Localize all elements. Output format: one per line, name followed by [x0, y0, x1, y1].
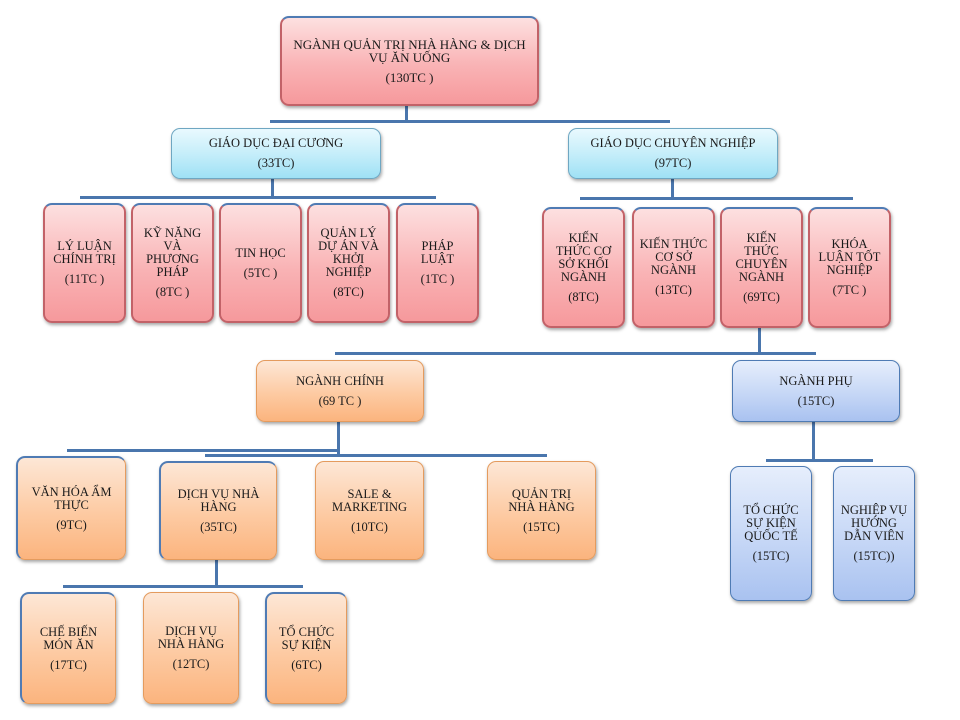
connector-line: [335, 352, 816, 355]
node-label: KỸ NĂNG VÀ PHƯƠNG PHÁP: [143, 226, 202, 279]
connector-line: [205, 454, 547, 457]
professional-module-node[interactable]: KIẾN THỨC CƠ SỞ KHỐI NGÀNH (8TC): [542, 207, 625, 328]
node-credits: (15TC): [752, 549, 790, 563]
node-credits: (8TC): [333, 285, 364, 299]
connector-line: [80, 196, 436, 199]
node-credits: (8TC ): [155, 285, 190, 299]
node-credits: (35TC): [200, 520, 237, 534]
connector-line: [271, 179, 274, 198]
general-module-node[interactable]: LÝ LUẬN CHÍNH TRỊ (11TC ): [43, 203, 126, 323]
professional-module-node[interactable]: KIẾN THỨC CHUYÊN NGÀNH (69TC): [720, 207, 803, 328]
node-label: QUẢN TRỊ NHÀ HÀNG: [508, 486, 575, 514]
node-credits: (13TC): [655, 283, 692, 297]
connector-line: [270, 120, 670, 123]
minor-node[interactable]: NGÀNH PHỤ (15TC): [732, 360, 900, 422]
major-module-node[interactable]: VĂN HÓA ẨM THỰC (9TC): [16, 456, 126, 560]
node-credits: (8TC): [568, 289, 599, 304]
professional-education-node[interactable]: GIÁO DỤC CHUYÊN NGHIỆP (97TC): [568, 128, 778, 179]
connector-line: [671, 179, 674, 199]
restaurant-service-module-node[interactable]: CHẾ BIẾN MÓN ĂN (17TC): [20, 592, 116, 704]
connector-line: [758, 326, 761, 354]
node-credits: (69 TC ): [318, 393, 362, 408]
node-credits: (11TC ): [64, 272, 105, 286]
major-module-node[interactable]: DỊCH VỤ NHÀ HÀNG (35TC): [159, 461, 277, 560]
node-credits: (10TC): [351, 519, 388, 534]
node-credits: (6TC): [291, 657, 322, 672]
restaurant-service-module-node[interactable]: TỔ CHỨC SỰ KIỆN (6TC): [265, 592, 347, 704]
general-module-node[interactable]: QUẢN LÝ DỰ ÁN VÀ KHỞI NGHIỆP (8TC): [307, 203, 390, 323]
node-label: GIÁO DỤC ĐẠI CƯƠNG: [208, 136, 344, 150]
minor-module-node[interactable]: NGHIỆP VỤ HƯỚNG DẪN VIÊN (15TC)): [833, 466, 915, 601]
node-label: SALE & MARKETING: [332, 486, 407, 514]
minor-module-node[interactable]: TỔ CHỨC SỰ KIỆN QUỐC TẾ (15TC): [730, 466, 812, 601]
connector-line: [766, 459, 873, 462]
node-credits: (130TC ): [385, 70, 434, 85]
node-label: DỊCH VỤ NHÀ HÀNG: [177, 487, 260, 514]
connector-line: [215, 560, 218, 587]
major-module-node[interactable]: QUẢN TRỊ NHÀ HÀNG (15TC): [487, 461, 596, 560]
node-label: NGÀNH QUẢN TRỊ NHÀ HÀNG & DỊCH VỤ ĂN UỐN…: [293, 37, 526, 65]
node-label: TỔ CHỨC SỰ KIỆN QUỐC TẾ: [743, 503, 799, 543]
connector-line: [580, 197, 853, 200]
node-credits: (9TC): [56, 517, 87, 532]
connector-line: [63, 585, 303, 588]
connector-line: [812, 422, 815, 461]
general-module-node[interactable]: TIN HỌC (5TC ): [219, 203, 302, 323]
node-credits: (15TC): [523, 519, 560, 534]
node-credits: (1TC ): [420, 272, 455, 286]
node-label: TỔ CHỨC SỰ KIỆN: [278, 624, 335, 652]
node-credits: (33TC): [257, 156, 295, 170]
node-credits: (12TC): [172, 657, 210, 671]
node-label: PHÁP LUẬT: [420, 239, 455, 266]
node-label: QUẢN LÝ DỰ ÁN VÀ KHỞI NGHIỆP: [318, 226, 379, 279]
professional-module-node[interactable]: KHÓA LUẬN TỐT NGHIỆP (7TC ): [808, 207, 891, 328]
node-credits: (97TC): [654, 156, 692, 170]
node-label: NGHIỆP VỤ HƯỚNG DẪN VIÊN: [840, 503, 908, 543]
node-label: CHẾ BIẾN MÓN ĂN: [39, 624, 98, 652]
node-label: GIÁO DỤC CHUYÊN NGHIỆP: [590, 136, 756, 150]
node-label: NGÀNH CHÍNH: [296, 373, 384, 388]
major-node[interactable]: NGÀNH CHÍNH (69 TC ): [256, 360, 424, 422]
general-module-node[interactable]: PHÁP LUẬT (1TC ): [396, 203, 479, 323]
node-label: NGÀNH PHỤ: [779, 373, 853, 388]
general-education-node[interactable]: GIÁO DỤC ĐẠI CƯƠNG (33TC): [171, 128, 381, 179]
node-credits: (7TC ): [832, 283, 867, 297]
node-label: KHÓA LUẬN TỐT NGHIỆP: [818, 237, 881, 277]
node-label: DỊCH VỤ NHÀ HÀNG: [157, 624, 225, 651]
node-credits: (17TC): [50, 657, 87, 672]
node-label: LÝ LUẬN CHÍNH TRỊ: [53, 239, 116, 266]
node-label: TIN HỌC: [235, 245, 286, 260]
node-label: KIẾN THỨC CƠ SỞ KHỐI NGÀNH: [555, 230, 612, 284]
node-credits: (15TC)): [853, 549, 895, 563]
connector-line: [337, 420, 340, 456]
general-module-node[interactable]: KỸ NĂNG VÀ PHƯƠNG PHÁP (8TC ): [131, 203, 214, 323]
professional-module-node[interactable]: KIẾN THỨC CƠ SỞ NGÀNH (13TC): [632, 207, 715, 328]
connector-line: [67, 449, 339, 452]
node-label: KIẾN THỨC CHUYÊN NGÀNH: [735, 230, 788, 284]
root-node[interactable]: NGÀNH QUẢN TRỊ NHÀ HÀNG & DỊCH VỤ ĂN UỐN…: [280, 16, 539, 106]
node-label: VĂN HÓA ẨM THỰC: [31, 484, 112, 512]
node-label: KIẾN THỨC CƠ SỞ NGÀNH: [639, 237, 708, 277]
restaurant-service-module-node[interactable]: DỊCH VỤ NHÀ HÀNG (12TC): [143, 592, 239, 704]
node-credits: (5TC ): [243, 265, 278, 280]
node-credits: (69TC): [743, 289, 780, 304]
connector-line: [405, 106, 408, 121]
node-credits: (15TC): [797, 393, 835, 408]
major-module-node[interactable]: SALE & MARKETING (10TC): [315, 461, 424, 560]
